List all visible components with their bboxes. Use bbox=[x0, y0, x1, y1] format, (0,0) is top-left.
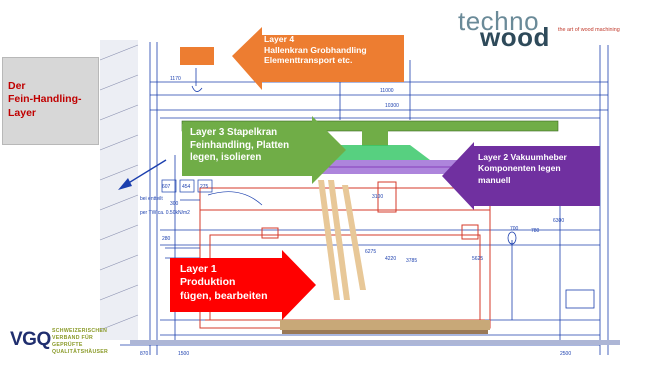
dimension-labels: 1170 11400 11000 10300 6275 3785 4220 31… bbox=[140, 76, 571, 357]
layer3-arrow bbox=[182, 116, 346, 184]
dim-label: 700 bbox=[510, 226, 519, 232]
dim-label: 6300 bbox=[553, 218, 564, 224]
layer1-line3: fügen, bearbeiten bbox=[180, 289, 268, 302]
machine-base bbox=[130, 320, 620, 345]
dim-label: 454 bbox=[182, 184, 191, 190]
dim-label: 780 bbox=[531, 228, 540, 234]
fein-handling-label-text: Der Fein-Handling- Layer bbox=[8, 80, 82, 119]
pointer-arrow bbox=[118, 159, 167, 190]
layer3-text: Layer 3 Stapelkran Feinhandling, Platten… bbox=[190, 127, 289, 165]
layer1-arrow bbox=[170, 250, 316, 320]
dim-label: 607 bbox=[162, 184, 171, 190]
logo-wood: wood bbox=[480, 22, 550, 52]
dim-label: 1500 bbox=[178, 351, 189, 357]
layer2-line3: manuell bbox=[478, 174, 511, 185]
dim-label: 275 bbox=[200, 184, 209, 190]
feed-belts bbox=[318, 180, 366, 300]
layer3-line2: Feinhandling, Platten bbox=[190, 139, 290, 151]
layer4-line2: Hallenkran Grobhandling bbox=[264, 44, 367, 55]
layer4-text: Layer 4 Hallenkran Grobhandling Elementt… bbox=[264, 34, 367, 66]
dim-label: 1170 bbox=[170, 76, 181, 82]
logo-techno: techno bbox=[458, 6, 540, 36]
layer2-arrow bbox=[442, 142, 600, 210]
dim-label: 280 bbox=[162, 236, 171, 242]
dim-label: 2500 bbox=[560, 351, 571, 357]
layer4-title: Layer 4 bbox=[264, 34, 295, 44]
vgq-logo-text: SCHWEIZERISCHEN VERBAND FÜR GEPRÜFTE QUA… bbox=[52, 328, 109, 355]
layer2-line2: Komponenten legen bbox=[478, 163, 561, 174]
layer3-line3: legen, isolieren bbox=[190, 152, 262, 164]
dim-label: 6275 bbox=[365, 249, 376, 255]
crane-hook bbox=[191, 68, 203, 92]
layer3-title: Layer 3 Stapelkran bbox=[190, 127, 278, 138]
layer1-line2: Produktion bbox=[180, 276, 236, 289]
layer1-text: Layer 1 Produktion fügen, bearbeiten bbox=[180, 263, 268, 303]
drawing-note: bei entteilt bbox=[140, 196, 163, 202]
layer2-title: Layer 2 Vakuumheber bbox=[478, 152, 567, 162]
vgq-logo: VGQ bbox=[10, 329, 51, 350]
dim-label: 5625 bbox=[472, 256, 483, 262]
dim-label: 10300 bbox=[385, 103, 399, 109]
layer1-title: Layer 1 bbox=[180, 263, 217, 275]
dim-label: 870 bbox=[140, 351, 149, 357]
left-details bbox=[161, 179, 263, 259]
left-wall-hatch bbox=[99, 40, 139, 340]
dim-label: 300 bbox=[170, 201, 179, 207]
layer4-line3: Elementtransport etc. bbox=[264, 55, 353, 66]
dim-label: 4220 bbox=[385, 256, 396, 262]
drawing-note: per TW ca. 0.50kN/m2 bbox=[140, 210, 190, 216]
layer4-arrow bbox=[232, 27, 404, 90]
fein-handling-label: Der Fein-Handling- Layer bbox=[2, 57, 99, 145]
crane-block bbox=[180, 47, 214, 65]
lamp-post bbox=[507, 231, 595, 320]
dim-label: 11000 bbox=[380, 88, 394, 94]
layer2-text: Layer 2 Vakuumheber Komponenten legen ma… bbox=[478, 152, 567, 186]
logo-tagline: the art of wood machining bbox=[558, 27, 620, 33]
dim-label: 3785 bbox=[406, 258, 417, 264]
dim-label: 3100 bbox=[372, 194, 383, 200]
